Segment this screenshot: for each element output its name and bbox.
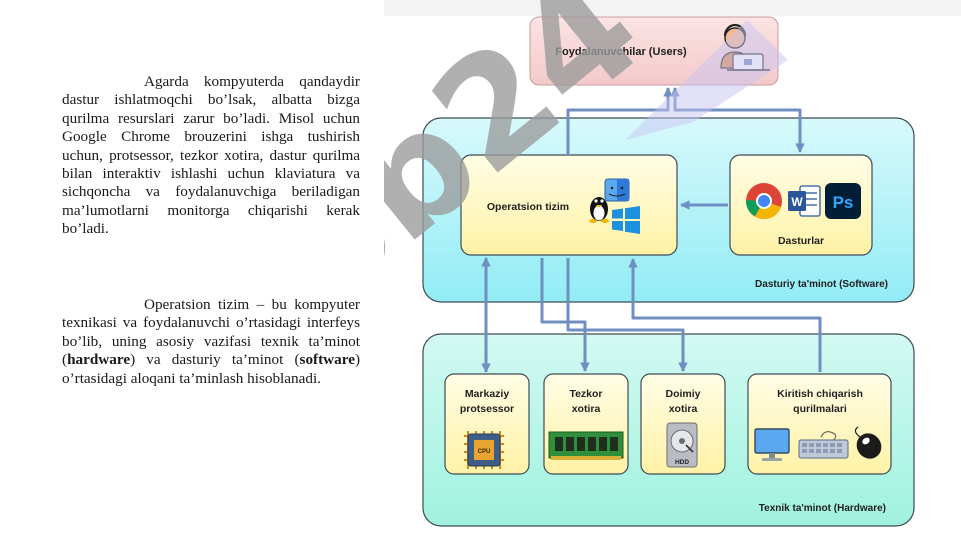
disk-label-line2: xotira (669, 403, 698, 415)
disk-label-line1: Doimiy (665, 388, 700, 400)
cpu-chip-text: CPU (478, 449, 491, 455)
chrome-icon (745, 183, 782, 219)
software-layer-label: Dasturiy ta'minot (Software) (755, 279, 888, 290)
os-label: Operatsion tizim (487, 201, 569, 213)
cpu-label-line1: Markaziy (465, 388, 510, 400)
arrow-os-to-disk (566, 258, 688, 372)
io-devices-box: Kiritish chiqarish qurilmalari (747, 373, 892, 475)
cpu-label-line2: protsessor (460, 403, 514, 415)
mouse-icon (854, 426, 882, 459)
arrow-os-to-ram (540, 258, 590, 372)
top-shade (384, 0, 961, 16)
paragraph-intro: Agarda kompyuterda qandaydir dastur ishl… (62, 73, 360, 238)
arrow-io-to-os (628, 258, 822, 372)
word-logo-text: W (791, 195, 803, 209)
hdd-chip-text: HDD (675, 459, 689, 466)
monitor-icon (754, 428, 790, 461)
programs-label: Dasturlar (778, 235, 824, 247)
ram-label-line1: Tezkor (569, 388, 602, 400)
users-label: Foydalanuvchilar (Users) (555, 46, 687, 58)
hardware-layer-label: Texnik ta'minot (Hardware) (759, 503, 886, 514)
word-icon: W (788, 185, 821, 217)
architecture-diagram: Foydalanuvchilar (Users) Dasturiy ta'min… (384, 0, 961, 527)
ram-stick-icon (548, 431, 624, 460)
watermark-accent (625, 20, 788, 140)
cpu-box: Markaziy protsessor CPU (444, 373, 530, 475)
hdd-icon: HDD (666, 422, 698, 468)
photoshop-icon: Ps (825, 183, 861, 219)
io-label-line1: Kiritish chiqarish (777, 388, 863, 400)
paragraph-os-definition: Operatsion tizim – bu kompyuter texnikas… (62, 296, 360, 387)
cpu-chip-icon: CPU (464, 431, 504, 469)
photoshop-logo-text: Ps (833, 193, 854, 212)
disk-box: Doimiy xotira HDD (640, 373, 726, 475)
os-box: Operatsion tizim (460, 154, 678, 256)
connectors (481, 87, 822, 373)
programs-box: Dasturlar W Ps (729, 154, 873, 256)
keyboard-icon (798, 431, 849, 459)
ram-label-line2: xotira (572, 403, 601, 415)
linux-tux-icon (589, 197, 609, 223)
windows-logo-icon (612, 206, 640, 234)
ram-box: Tezkor xotira (543, 373, 629, 475)
io-label-line2: qurilmalari (793, 403, 847, 415)
macos-finder-icon (604, 178, 630, 202)
